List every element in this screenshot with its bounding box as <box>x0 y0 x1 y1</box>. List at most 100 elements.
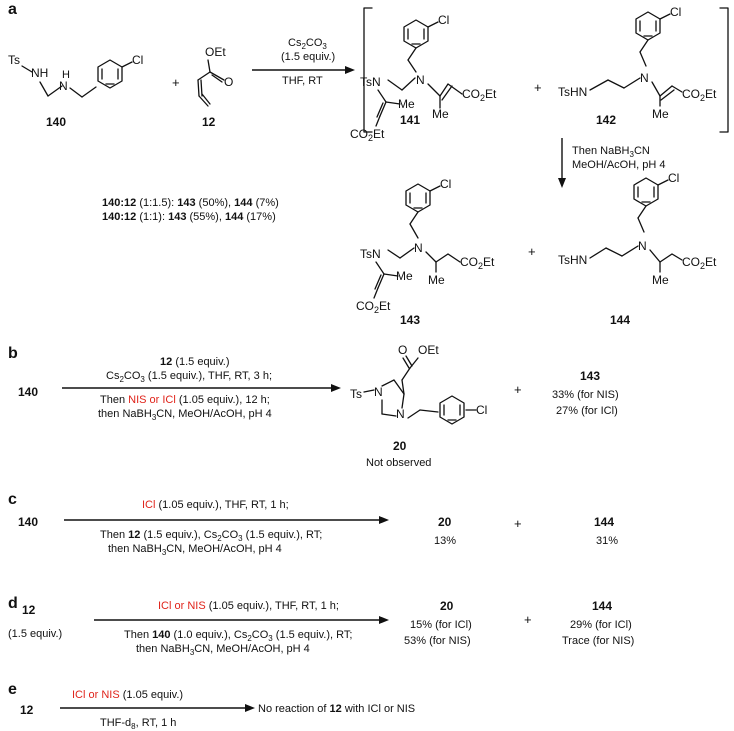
panel-d-prod1-yield2: 53% (for NIS) <box>404 635 471 647</box>
h-label: H <box>62 69 70 81</box>
panel-d-prod2-yield2: Trace (for NIS) <box>562 635 634 647</box>
oet-label: OEt <box>205 45 226 59</box>
compound-142-structure: Cl N TsHN Me CO2Et <box>558 5 717 121</box>
co2et-label: CO2Et <box>682 255 717 271</box>
down-arrow-line1: Then NaBH3CN <box>572 145 650 159</box>
o-label: O <box>224 75 233 89</box>
arrow-a-reagent-line1: Cs2CO3 <box>288 37 327 51</box>
compound-140-structure: Ts NH H N Cl <box>8 53 143 98</box>
compound-label-12: 12 <box>202 115 216 129</box>
panel-d-below1: Then 140 (1.0 equiv.), Cs2CO3 (1.5 equiv… <box>124 629 352 643</box>
ts-label: Ts <box>8 53 20 67</box>
n-label-2: N <box>396 407 405 421</box>
arrow-a-solvent: THF, RT <box>282 75 323 87</box>
panel-letter-b: b <box>8 345 18 362</box>
compound-label-143: 143 <box>400 313 420 327</box>
cl-label: Cl <box>670 5 681 19</box>
compound-label-144: 144 <box>610 313 630 327</box>
panel-c-prod2-yield: 31% <box>596 535 618 547</box>
panel-letter-d: d <box>8 595 18 612</box>
panel-d-prod1-id: 20 <box>440 599 454 613</box>
oet-label: OEt <box>418 343 439 357</box>
panel-b-line1: 12 (1.5 equiv.) <box>160 356 230 368</box>
ts-label: Ts <box>350 387 362 401</box>
panel-letter-a: a <box>8 1 17 18</box>
compound-label-142: 142 <box>596 113 616 127</box>
panel-e-below: THF-d8, RT, 1 h <box>100 717 176 731</box>
tshn-label: TsHN <box>558 253 587 267</box>
panel-d-above: ICl or NIS (1.05 equiv.), THF, RT, 1 h; <box>158 600 339 612</box>
panel-c-prod2-id: 144 <box>594 515 614 529</box>
me-label: Me <box>396 269 413 283</box>
panel-c-below1: Then 12 (1.5 equiv.), Cs2CO3 (1.5 equiv.… <box>100 529 322 543</box>
panel-d-prod2-yield1: 29% (for ICl) <box>570 619 632 631</box>
n-label: N <box>640 71 649 85</box>
cl-label: Cl <box>476 403 487 417</box>
panel-e-start: 12 <box>20 703 34 717</box>
compound-143-structure: Cl N TsN Me CO2Et Me CO2Et <box>356 177 495 315</box>
compound-label-20: 20 <box>393 439 407 453</box>
compound-label-141: 141 <box>400 113 420 127</box>
not-observed-label: Not observed <box>366 457 431 469</box>
tsn-label: TsN <box>360 75 381 89</box>
cl-label: Cl <box>440 177 451 191</box>
plus-sign: + <box>524 612 532 627</box>
compound-12-structure: OEt O <box>197 45 233 107</box>
plus-sign: + <box>534 80 542 95</box>
co2et-label: CO2Et <box>682 87 717 103</box>
panel-e-above: ICl or NIS (1.05 equiv.) <box>72 689 183 701</box>
panel-b-side-id: 143 <box>580 369 600 383</box>
panel-b-start: 140 <box>18 385 38 399</box>
co2et-label-2: CO2Et <box>460 255 495 271</box>
ratio-line-1: 140:12 (1:1.5): 143 (50%), 144 (7%) <box>102 197 279 209</box>
panel-b-line4: then NaBH3CN, MeOH/AcOH, pH 4 <box>98 408 272 422</box>
cl-label: Cl <box>438 13 449 27</box>
panel-c-start: 140 <box>18 515 38 529</box>
ratio-line-2: 140:12 (1:1): 143 (55%), 144 (17%) <box>102 211 276 223</box>
panel-d-start-equiv: (1.5 equiv.) <box>8 628 62 640</box>
me-label-2: Me <box>432 107 449 121</box>
panel-c-prod1-yield: 13% <box>434 535 456 547</box>
co2et-label: CO2Et <box>350 127 385 143</box>
arrow-a-reagent-line2: (1.5 equiv.) <box>281 51 335 63</box>
n-label: N <box>638 239 647 253</box>
o-label: O <box>398 343 407 357</box>
co2et-label: CO2Et <box>356 299 391 315</box>
plus-sign: + <box>514 516 522 531</box>
n-label: N <box>59 79 68 93</box>
panel-letter-c: c <box>8 491 17 508</box>
plus-sign: + <box>514 382 522 397</box>
down-arrow-line2: MeOH/AcOH, pH 4 <box>572 159 666 171</box>
panel-b-line3: Then NIS or ICl (1.05 equiv.), 12 h; <box>100 394 270 406</box>
me-label: Me <box>652 273 669 287</box>
co2et-label-2: CO2Et <box>462 87 497 103</box>
nh-label: NH <box>31 66 48 80</box>
panel-c-prod1-id: 20 <box>438 515 452 529</box>
plus-sign: + <box>172 75 180 90</box>
cl-label: Cl <box>668 171 679 185</box>
compound-20-structure: O OEt Ts N N Cl <box>350 343 487 425</box>
compound-144-structure: Cl N TsHN Me CO2Et <box>558 171 717 287</box>
panel-c-below2: then NaBH3CN, MeOH/AcOH, pH 4 <box>108 543 282 557</box>
panel-d-prod1-yield1: 15% (for ICl) <box>410 619 472 631</box>
panel-b-line2: Cs2CO3 (1.5 equiv.), THF, RT, 3 h; <box>106 370 272 384</box>
tshn-label: TsHN <box>558 85 587 99</box>
panel-c-above: ICl (1.05 equiv.), THF, RT, 1 h; <box>142 499 289 511</box>
compound-label-140: 140 <box>46 115 66 129</box>
tsn-label: TsN <box>360 247 381 261</box>
panel-letter-e: e <box>8 681 17 698</box>
panel-d-start: 12 <box>22 603 36 617</box>
panel-b-side-yield1: 33% (for NIS) <box>552 389 619 401</box>
n-label: N <box>416 73 425 87</box>
n-label: N <box>374 385 383 399</box>
n-label: N <box>414 241 423 255</box>
panel-d-prod2-id: 144 <box>592 599 612 613</box>
me-label: Me <box>398 97 415 111</box>
plus-sign: + <box>528 244 536 259</box>
me-label: Me <box>652 107 669 121</box>
panel-d-below2: then NaBH3CN, MeOH/AcOH, pH 4 <box>136 643 310 657</box>
panel-e-result: No reaction of 12 with ICl or NIS <box>258 703 415 715</box>
compound-141-structure: Cl N TsN Me CO2Et Me CO2Et <box>350 13 497 143</box>
panel-b-side-yield2: 27% (for ICl) <box>556 405 618 417</box>
